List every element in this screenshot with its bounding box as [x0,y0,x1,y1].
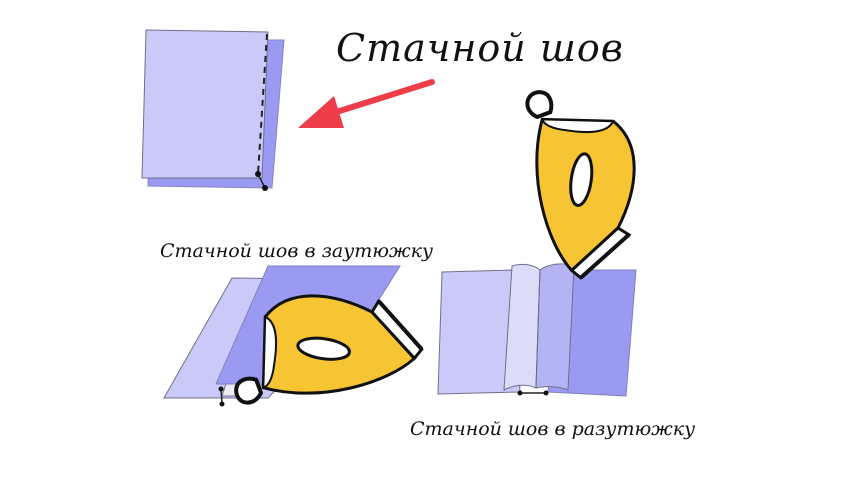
iron-icon [501,66,670,285]
thread-knot [543,390,549,396]
arrow-icon [298,79,435,128]
thread-knot [218,386,224,392]
pressed-open-figure [437,66,670,397]
seam-fold-line [535,269,541,389]
seam-allowance-right [535,263,575,391]
thread-knot [517,390,523,396]
thread-knot [255,171,261,177]
pressed-closed-figure [163,260,429,429]
stitch-line [257,33,268,175]
pressed-open-caption: Стачной шов в разутюжку [410,418,696,440]
diagram-title: Стачной шов [336,26,624,70]
fabric-front-layer [141,29,269,179]
plain-seam-figure [141,29,285,191]
thread-knot [219,401,225,407]
pressed-closed-caption: Стачной шов в заутюжку [160,240,433,262]
thread-knot [262,185,268,191]
